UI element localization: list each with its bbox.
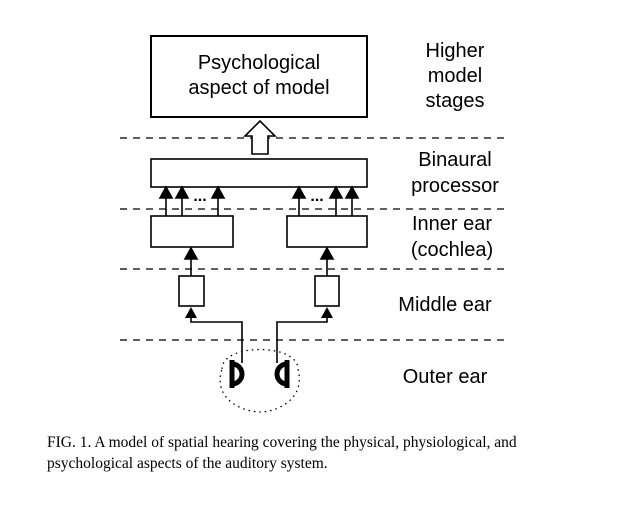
stage-labels: Higher model stages Binaural processor I…	[398, 40, 499, 388]
stage-separators	[120, 137, 510, 341]
middle-to-inner-arrows	[183, 246, 335, 276]
right-ear-icon	[274, 360, 290, 388]
left-ear-icon	[229, 360, 245, 388]
psychological-box: Psychological aspect of model	[150, 35, 368, 118]
hollow-up-arrow	[243, 119, 277, 155]
head-outline-dotted	[219, 348, 300, 413]
label-higher-2: model	[428, 65, 482, 87]
label-binaural-2: processor	[411, 175, 499, 197]
cochlea-box-left	[150, 215, 234, 248]
binaural-dots-left: ...	[193, 188, 206, 205]
outer-to-middle-connectors	[190, 316, 328, 363]
label-higher-3: stages	[426, 90, 485, 112]
outer-to-middle-arrowheads	[185, 307, 333, 318]
figure-caption: FIG. 1. A model of spatial hearing cover…	[47, 432, 607, 474]
psychological-box-line2: aspect of model	[188, 77, 329, 99]
cochlea-box-right	[286, 215, 368, 248]
psychological-box-line1: Psychological	[198, 52, 320, 74]
binaural-processor-box	[150, 158, 368, 188]
spatial-hearing-diagram: Psychological aspect of model ... ...	[120, 35, 510, 413]
label-outer-ear: Outer ear	[403, 366, 488, 388]
label-middle-ear: Middle ear	[398, 294, 492, 316]
middle-ear-box-left	[178, 275, 205, 307]
middle-ear-box-right	[314, 275, 340, 307]
binaural-dots-right: ...	[310, 188, 323, 205]
label-higher-1: Higher	[426, 40, 485, 62]
caption-line1: FIG. 1. A model of spatial hearing cover…	[47, 434, 517, 451]
binaural-input-arrows-left	[158, 185, 226, 216]
caption-line2: psychological aspects of the auditory sy…	[47, 455, 328, 472]
label-inner-1: Inner ear	[412, 213, 492, 235]
label-binaural-1: Binaural	[418, 149, 491, 171]
binaural-input-arrows-right	[291, 185, 360, 216]
label-inner-2: (cochlea)	[411, 239, 493, 261]
